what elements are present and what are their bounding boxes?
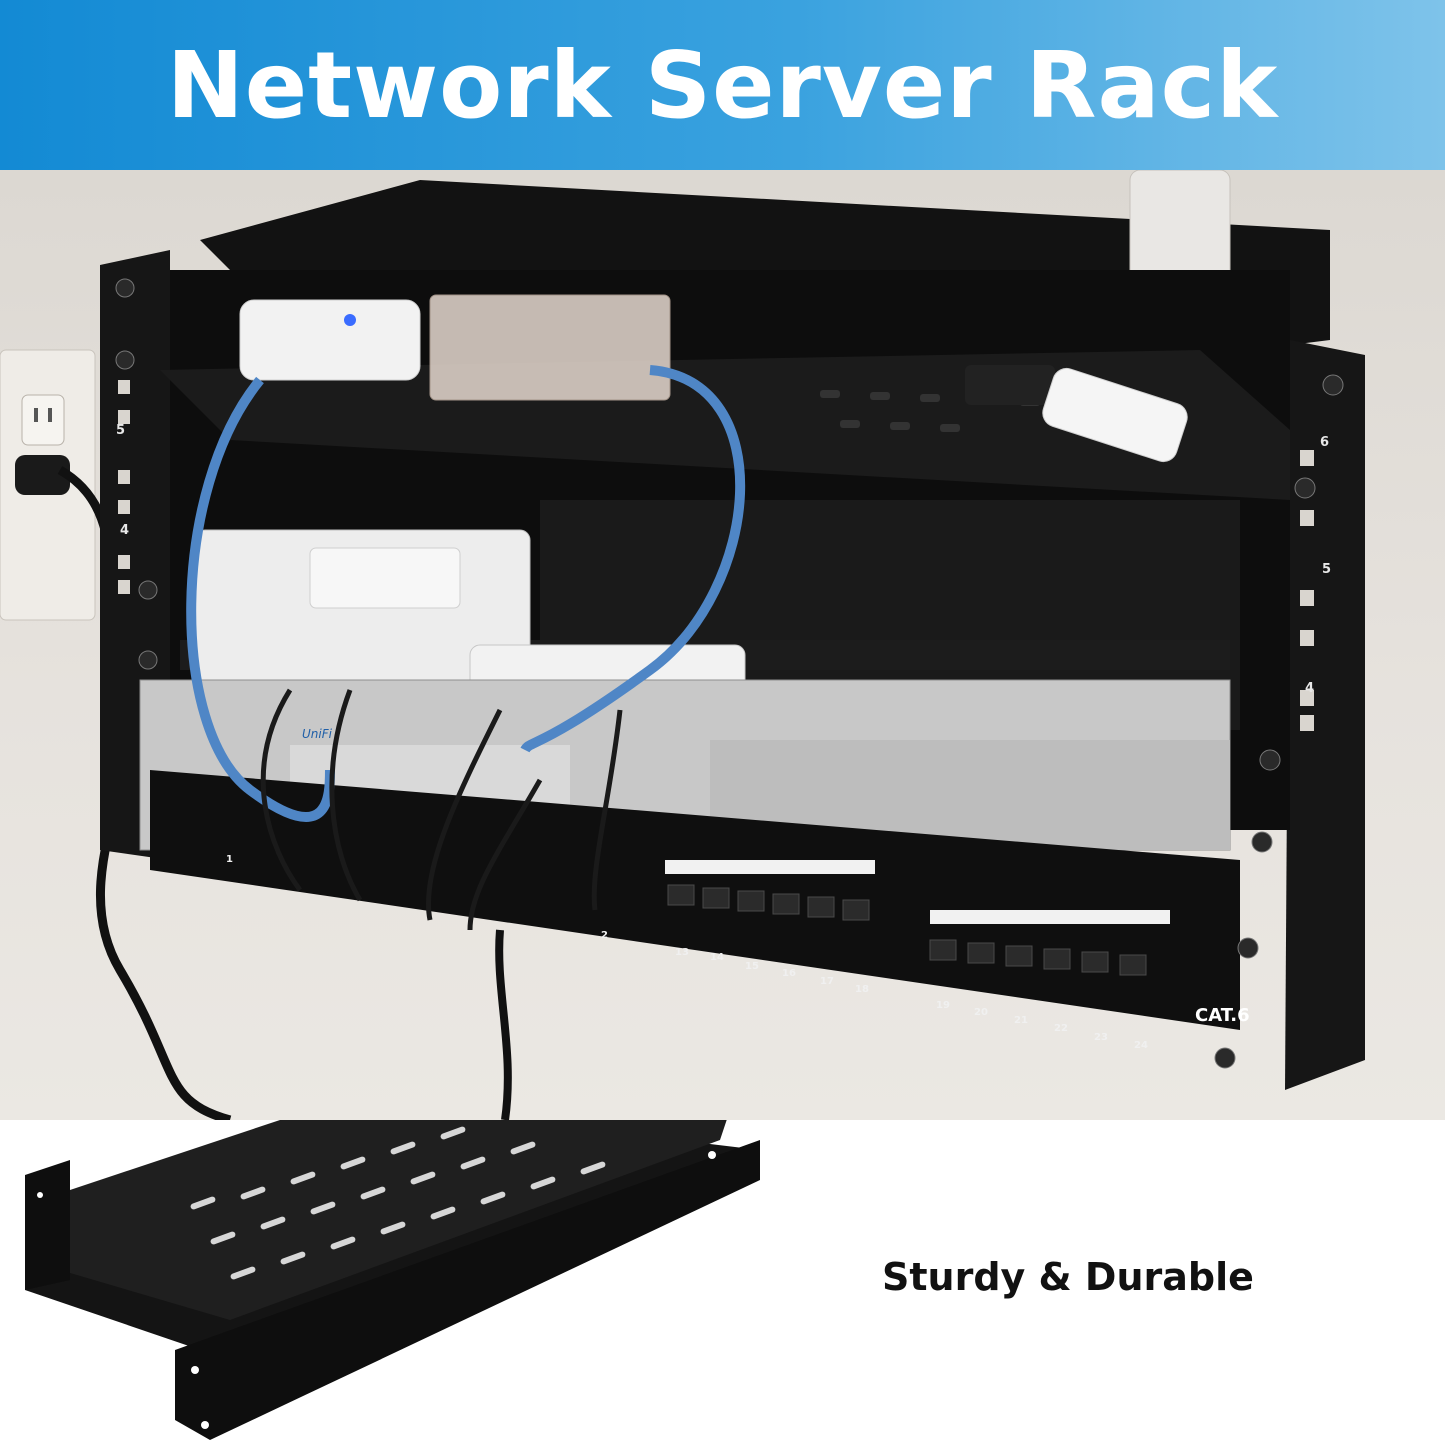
port-number: 1 — [226, 854, 233, 865]
rack-screws — [115, 278, 1344, 1069]
banner-title: Network Server Rack — [166, 31, 1279, 139]
unit-label-right: 5 — [1322, 562, 1331, 577]
rack-post-holes — [118, 380, 1314, 731]
feature-caption: Sturdy & Durable — [882, 1255, 1254, 1299]
unit-label-right: 4 — [1305, 681, 1314, 696]
port-number: 24 — [1134, 1040, 1148, 1051]
port-number: 16 — [782, 968, 796, 979]
wall-outlet — [0, 349, 96, 621]
unit-label-right: 6 — [1320, 435, 1329, 450]
port-number: 19 — [936, 1000, 950, 1011]
port-number: 2 — [601, 930, 608, 941]
port-number: 17 — [820, 976, 834, 987]
unit-label-left: 4 — [120, 523, 129, 538]
patch-panel — [150, 770, 1240, 1030]
port-number: 13 — [675, 947, 689, 958]
port-number: 18 — [855, 984, 869, 995]
port-number: 15 — [745, 961, 759, 972]
port-number: 22 — [1054, 1023, 1068, 1034]
port-number: 21 — [1014, 1015, 1028, 1026]
port-number: 23 — [1094, 1032, 1108, 1043]
title-banner: Network Server Rack — [0, 0, 1445, 170]
product-section: Sturdy & Durable — [0, 1120, 1445, 1445]
cat6-label: CAT.6 — [1195, 1005, 1250, 1026]
rack-illustration: 5 4 6 5 4 — [0, 170, 1365, 1120]
unit-label-left: 5 — [116, 423, 125, 438]
port-number: 20 — [974, 1007, 988, 1018]
switch-brand: UniFi — [302, 727, 333, 741]
port-number: 14 — [710, 952, 724, 963]
rack-photo: 5 4 6 5 4 — [0, 170, 1445, 1120]
network-cables — [186, 365, 745, 931]
rack-shelf-icon — [25, 1120, 760, 1440]
